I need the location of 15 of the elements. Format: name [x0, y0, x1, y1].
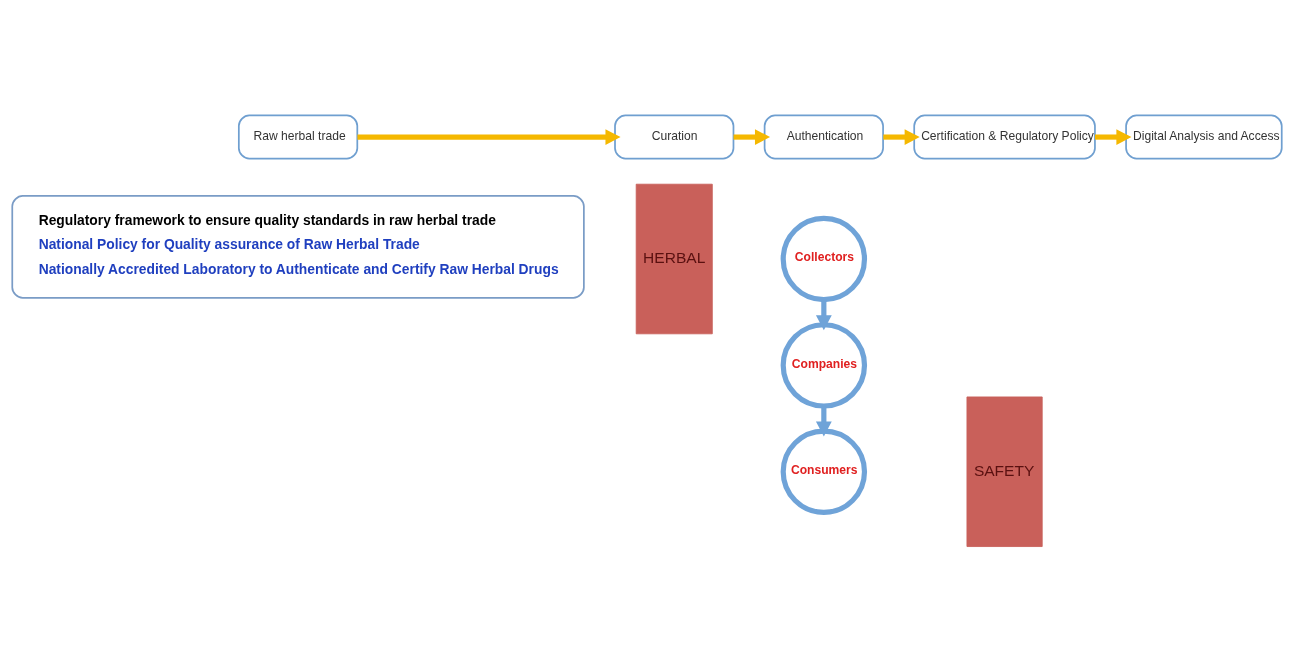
node-circle: Companies [780, 321, 868, 409]
node-box: SAFETY [966, 396, 1043, 547]
node-box: Certification & Regulatory Policy [913, 114, 1096, 160]
node-box: Raw herbal trade [237, 114, 359, 160]
node-circle: Consumers [780, 428, 868, 515]
node-box: Digital Analysis and Access [1125, 114, 1283, 160]
arrow [357, 128, 621, 145]
arrow [733, 128, 771, 145]
arrow [1095, 128, 1132, 145]
node-circle: Collectors [780, 215, 868, 302]
arrow [883, 128, 920, 145]
node-box: Authentication [763, 114, 884, 160]
node-box: Regulatory framework to ensure quality standards in raw herbal trade National Policy for Quality assurance of Raw Herbal Trade Nationally Accredited Laboratory to Authenticate and Certify Raw Herbal Drugs [11, 194, 585, 299]
node-box: Curation [614, 114, 735, 160]
node-box: HERBAL [635, 183, 713, 334]
